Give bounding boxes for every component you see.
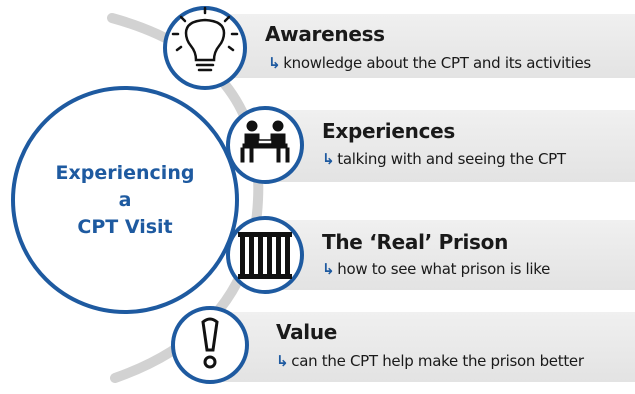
item-desc-experiences: ↳talking with and seeing the CPT	[322, 150, 566, 168]
center-line-2: a	[118, 189, 132, 211]
item-title-real-prison: The ‘Real’ Prison	[322, 230, 509, 254]
center-line-3: CPT Visit	[77, 216, 173, 238]
item-title-awareness: Awareness	[265, 22, 385, 46]
icon-circle-real-prison	[226, 216, 304, 294]
meeting-icon	[240, 120, 290, 163]
arrow-icon: ↳	[322, 150, 335, 168]
item-title-experiences: Experiences	[322, 119, 455, 143]
center-circle	[11, 86, 239, 314]
lightbulb-icon	[171, 6, 239, 72]
item-desc-text: knowledge about the CPT and its activiti…	[283, 54, 591, 72]
icon-circle-value	[171, 306, 249, 384]
item-desc-value: ↳can the CPT help make the prison better	[276, 352, 584, 370]
bar-awareness	[200, 14, 635, 78]
arrow-icon: ↳	[268, 54, 281, 72]
item-title-value: Value	[276, 320, 338, 344]
bar-real-prison	[260, 220, 635, 290]
arrow-icon: ↳	[322, 260, 335, 278]
exclamation-icon	[201, 317, 219, 369]
bar-value	[200, 312, 635, 382]
center-label: Experiencing a CPT Visit	[40, 160, 210, 241]
bar-experiences	[260, 110, 635, 182]
center-line-1: Experiencing	[55, 162, 195, 184]
item-desc-text: talking with and seeing the CPT	[337, 150, 566, 168]
item-desc-real-prison: ↳how to see what prison is like	[322, 260, 550, 278]
item-desc-awareness: ↳knowledge about the CPT and its activit…	[268, 54, 591, 72]
item-desc-text: can the CPT help make the prison better	[291, 352, 584, 370]
item-desc-text: how to see what prison is like	[337, 260, 551, 278]
arrow-icon: ↳	[276, 352, 289, 370]
prison-bars-icon	[238, 232, 292, 279]
